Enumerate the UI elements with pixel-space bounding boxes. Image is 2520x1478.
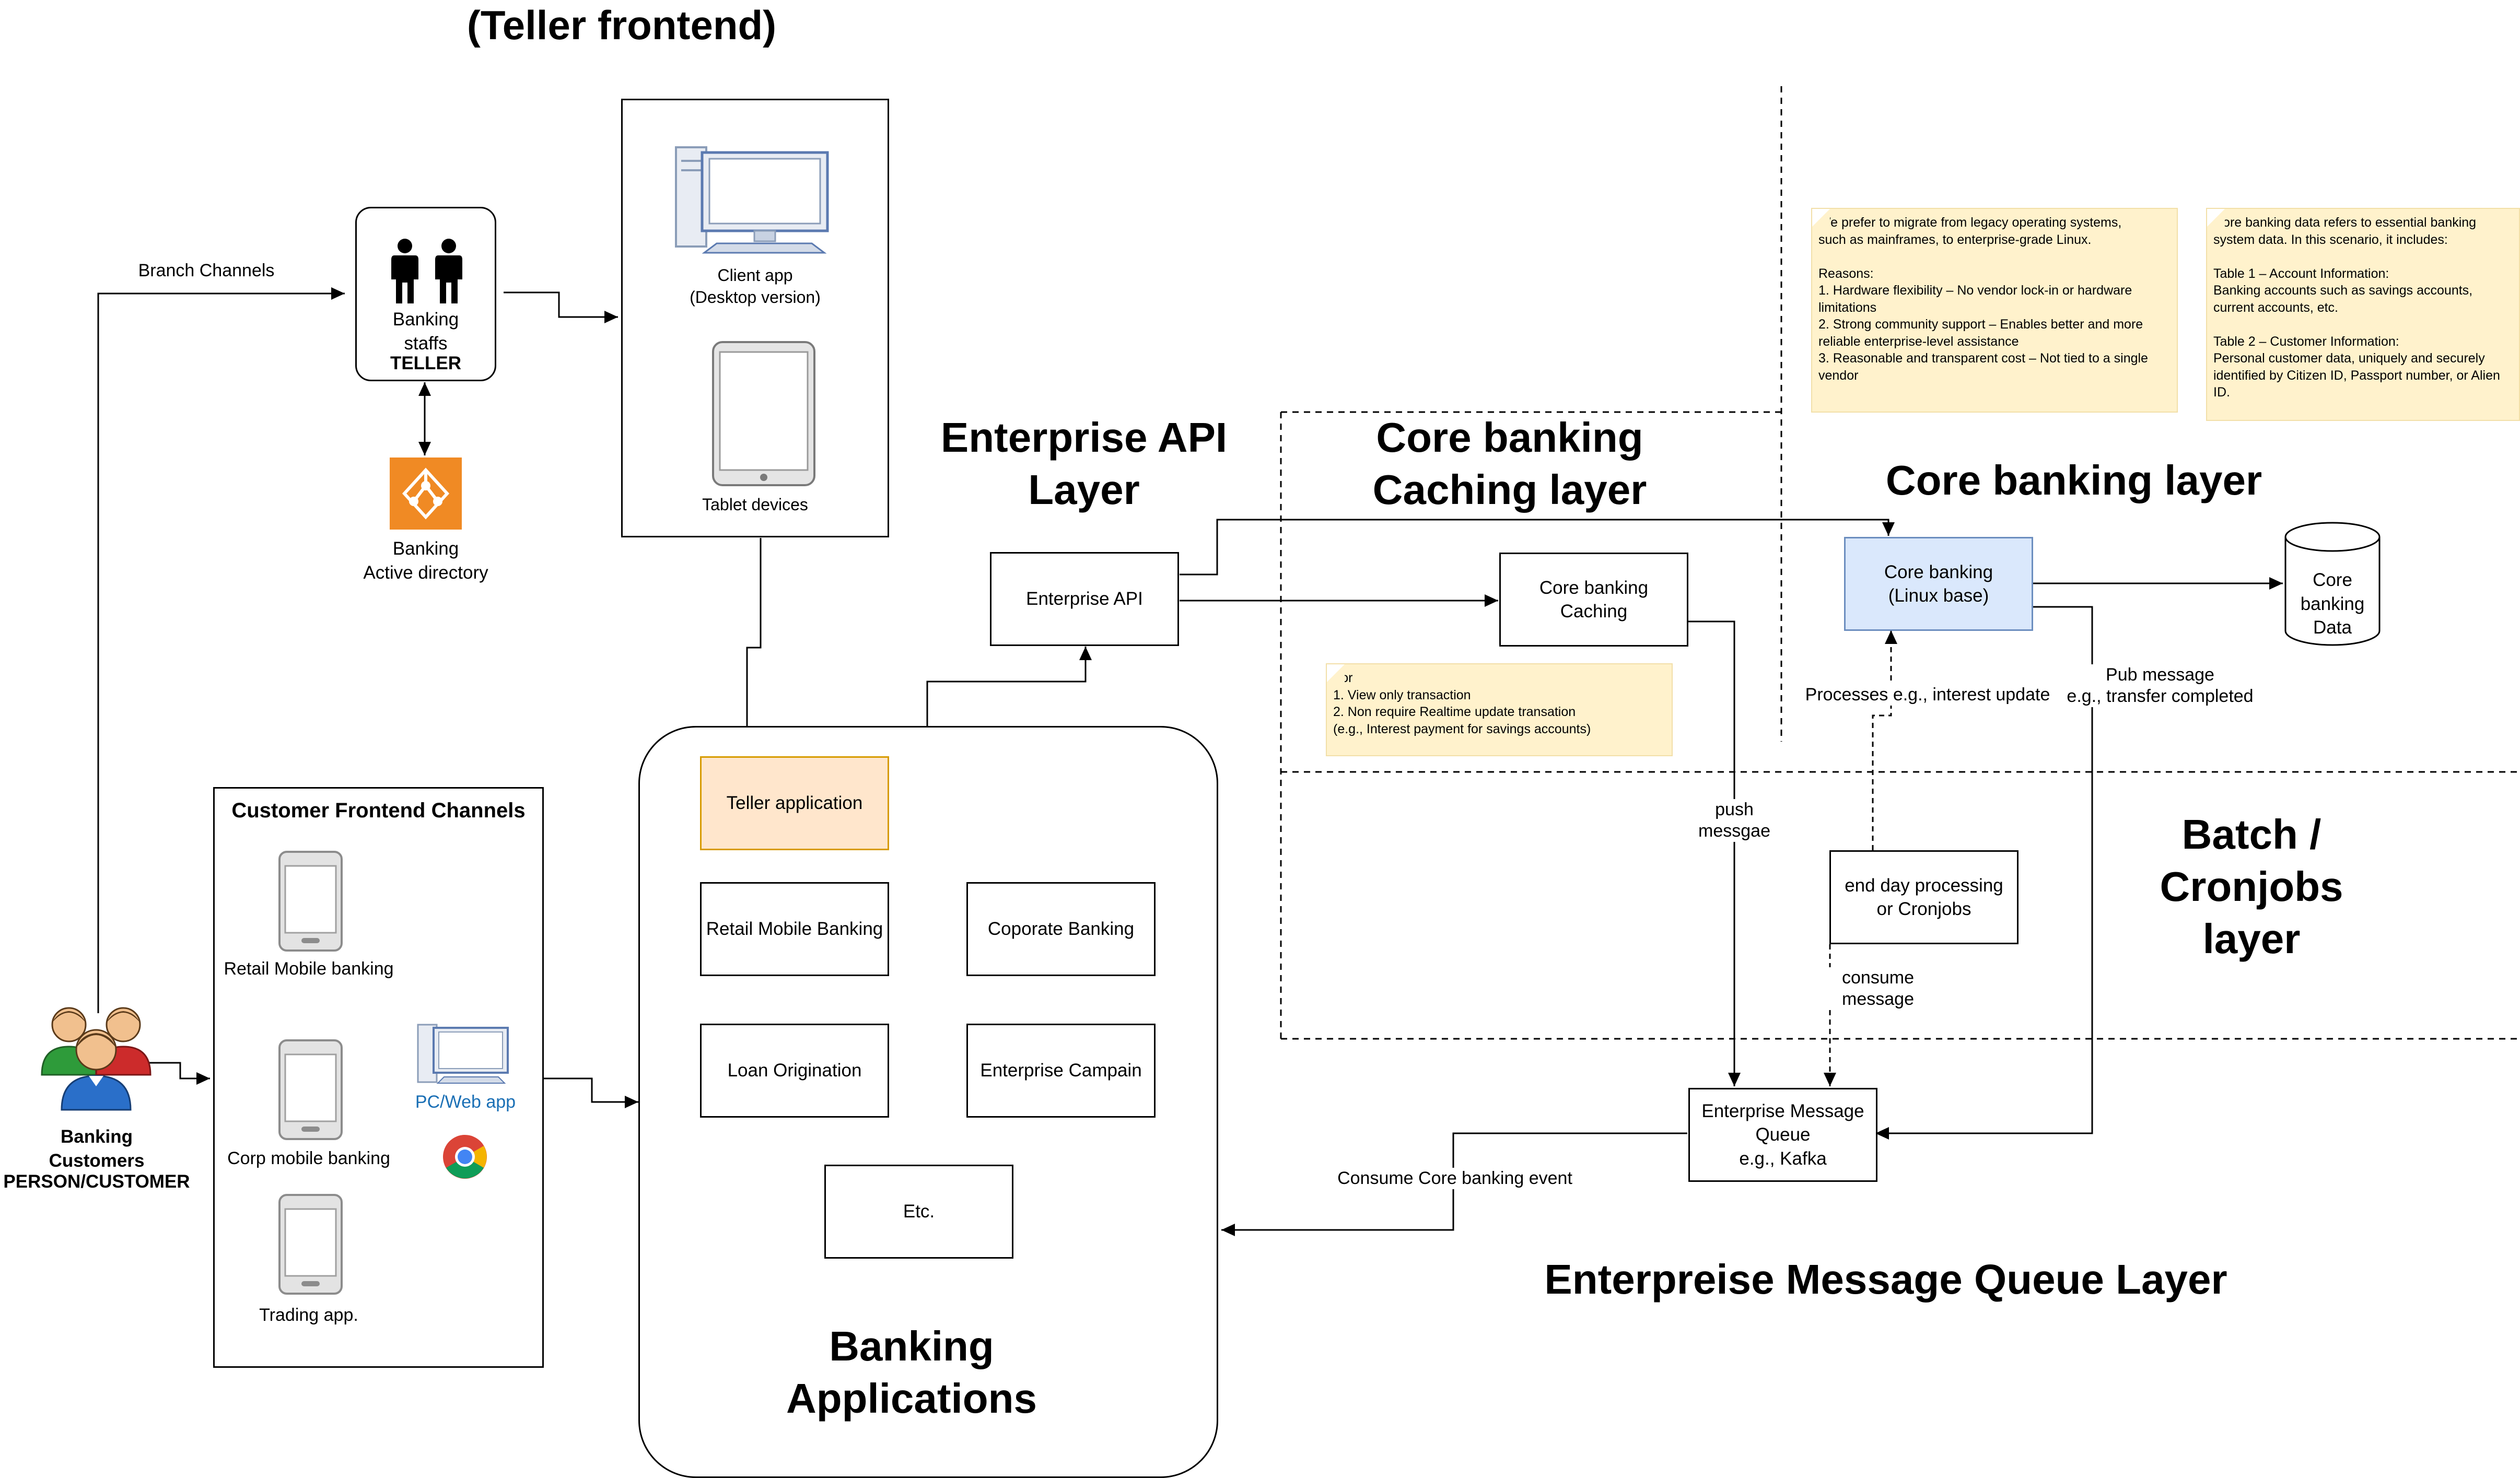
banking-applications-title: Banking Applications — [786, 1323, 1037, 1422]
edge-apps-to-api — [926, 647, 1092, 726]
note-linux: We prefer to migrate from legacy operati… — [1811, 208, 2178, 413]
customers-label: Banking Customers — [49, 1127, 145, 1171]
corp-mobile-label: Corp mobile banking — [227, 1148, 390, 1168]
note-caching: For 1. View only transaction 2. Non requ… — [1326, 663, 1673, 756]
loan-origination-box[interactable]: Loan Origination — [700, 1024, 889, 1118]
title-caching-layer: Core banking Caching layer — [1372, 414, 1647, 513]
active-directory-icon — [390, 458, 462, 530]
title-teller-frontend: (Teller frontend) — [466, 2, 777, 48]
message-queue-label: Enterprise Message Queue e.g., Kafka — [1701, 1100, 1864, 1169]
consume-message-label: consume message — [1828, 967, 1928, 1010]
trading-label: Trading app. — [259, 1305, 358, 1325]
teller-application-box[interactable]: Teller application — [700, 756, 889, 850]
title-enterprise-api-layer: Enterprise API Layer — [940, 414, 1228, 513]
core-banking-label: Core banking (Linux base) — [1884, 561, 1993, 606]
consume-core-event-label: Consume Core banking event — [1332, 1168, 1578, 1189]
active-directory-label: Banking Active directory — [363, 538, 488, 583]
loan-origination-label: Loan Origination — [727, 1060, 862, 1081]
customers-icon — [41, 1007, 151, 1111]
processes-label: Processes e.g., interest update — [1797, 684, 2058, 706]
customer-frontend-title: Customer Frontend Channels — [231, 799, 526, 822]
teller-application-label: Teller application — [726, 793, 863, 814]
corp-phone-icon — [278, 1039, 343, 1140]
enterprise-api-box[interactable]: Enterprise API — [990, 552, 1179, 646]
end-day-processing-box[interactable]: end day processing or Cronjobs — [1829, 850, 2019, 944]
client-app-label: Client app (Desktop version) — [690, 266, 821, 307]
coporate-banking-box[interactable]: Coporate Banking — [966, 882, 1156, 976]
chrome-icon — [443, 1135, 487, 1179]
coporate-banking-label: Coporate Banking — [987, 919, 1135, 940]
edge-customers-to-teller — [97, 287, 345, 1013]
core-caching-label: Core banking Caching — [1539, 577, 1649, 622]
edge-customers-to-frontend — [142, 1062, 210, 1085]
edge-caching-to-mq — [1687, 620, 1741, 1086]
branch-channels-label: Branch Channels — [120, 260, 293, 281]
etc-box[interactable]: Etc. — [824, 1165, 1013, 1259]
note-core-data: Core banking data refers to essential ba… — [2206, 208, 2520, 421]
edge-api-to-core — [1180, 519, 1895, 576]
retail-phone-icon — [278, 851, 343, 952]
retail-mobile-label: Retail Mobile banking — [224, 959, 394, 979]
trading-phone-icon — [278, 1194, 343, 1295]
tablet-icon — [712, 341, 815, 486]
core-banking-box[interactable]: Core banking (Linux base) — [1844, 537, 2033, 631]
title-mq-layer: Enterpreise Message Queue Layer — [1544, 1256, 2227, 1303]
staff-role-label: TELLER — [390, 353, 462, 373]
enterprise-api-label: Enterprise API — [1026, 589, 1143, 609]
core-banking-data-cylinder — [2284, 522, 2381, 646]
enterprise-campain-label: Enterprise Campain — [980, 1060, 1142, 1081]
retail-mobile-banking-label: Retail Mobile Banking — [706, 919, 883, 940]
title-core-banking-layer: Core banking layer — [1885, 457, 2262, 503]
pc-web-label: PC/Web app — [415, 1092, 516, 1112]
teller-frontend-box: Client app (Desktop version) Tablet devi… — [621, 99, 889, 537]
edge-frontend-to-apps — [543, 1077, 638, 1108]
tablet-label: Tablet devices — [702, 495, 808, 514]
customers-role-label: PERSON/CUSTOMER — [3, 1171, 190, 1192]
core-caching-box[interactable]: Core banking Caching — [1499, 553, 1688, 647]
teller-staff-box[interactable]: Banking staffs TELLER — [355, 207, 496, 381]
etc-label: Etc. — [903, 1201, 935, 1222]
desktop-computer-icon — [675, 146, 829, 254]
message-queue-box[interactable]: Enterprise Message Queue e.g., Kafka — [1688, 1088, 1877, 1182]
staff-icon — [391, 239, 462, 303]
staff-label: Banking staffs — [392, 309, 459, 354]
edge-teller-to-frontend — [504, 291, 618, 323]
pc-web-icon — [417, 1024, 509, 1084]
layer-boundaries — [1280, 86, 2520, 1040]
edge-core-to-mq — [1875, 606, 2093, 1140]
edge-teller-frontend-to-app — [741, 538, 762, 755]
edge-batch-to-core — [1872, 630, 1897, 850]
enterprise-campain-box[interactable]: Enterprise Campain — [966, 1024, 1156, 1118]
retail-mobile-banking-box[interactable]: Retail Mobile Banking — [700, 882, 889, 976]
customer-frontend-box: Customer Frontend Channels Retail Mobile… — [213, 787, 544, 1368]
end-day-processing-label: end day processing or Cronjobs — [1845, 875, 2003, 920]
title-batch-layer: Batch / Cronjobs layer — [2160, 811, 2343, 962]
core-banking-data-label: Core banking Data — [2300, 570, 2365, 638]
pub-message-label: Pub message e.g., transfer completed — [2063, 664, 2257, 707]
push-message-label: push messgae — [1693, 799, 1776, 842]
